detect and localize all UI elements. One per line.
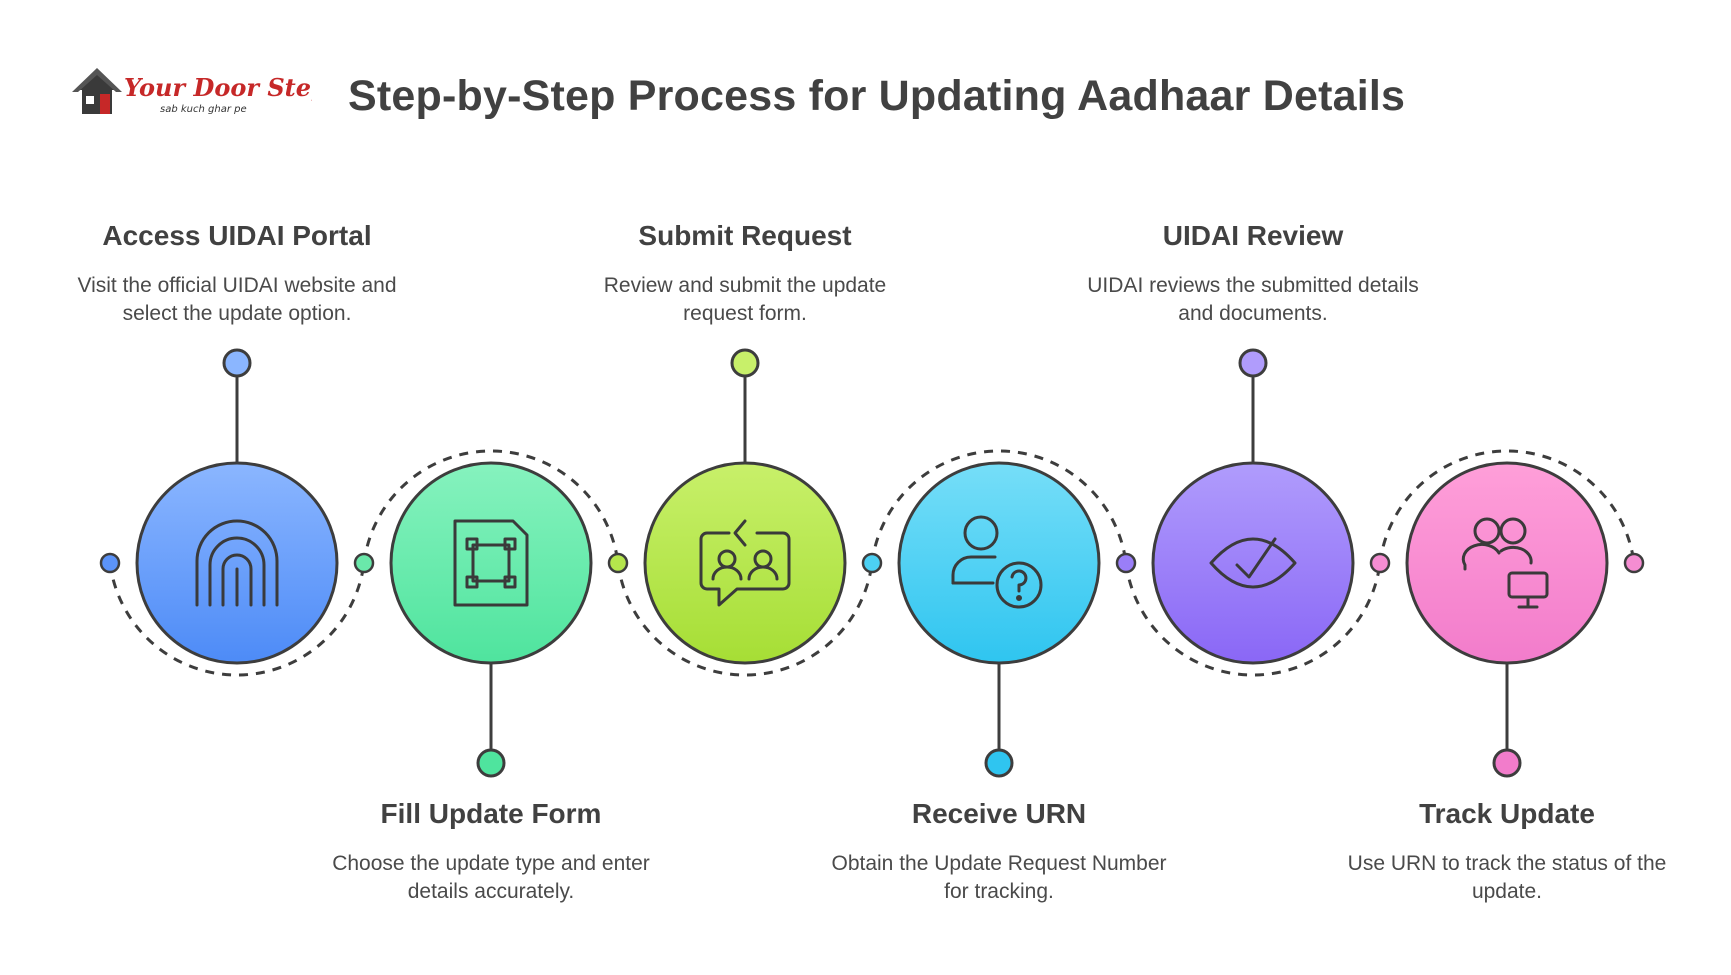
- arc-dot: [861, 552, 883, 574]
- arc-dot: [1623, 552, 1645, 574]
- step-circle-4: [897, 461, 1101, 665]
- arc-dot: [607, 552, 629, 574]
- step-desc-4: Obtain the Update Request Number for tra…: [831, 852, 1167, 903]
- step-circle-3: [643, 461, 847, 665]
- step-circle-2: [389, 461, 593, 665]
- step-title-4: Receive URN: [911, 798, 1087, 829]
- step-title-1: Access UIDAI Portal: [102, 220, 372, 251]
- stem-dot: [1238, 348, 1268, 378]
- dashed-arc-5: [1124, 562, 1382, 677]
- form-frame-icon: [453, 519, 529, 607]
- dashed-arc-6: [1378, 449, 1636, 564]
- step-title-2: Fill Update Form: [380, 798, 602, 829]
- arc-dot: [1369, 552, 1391, 574]
- step-desc-5: UIDAI reviews the submitted details and …: [1087, 274, 1419, 325]
- dashed-arc-3: [616, 562, 874, 677]
- eye-check-icon: [1209, 537, 1297, 589]
- step-desc-6: Use URN to track the status of the updat…: [1347, 852, 1667, 903]
- dashed-arc-4: [870, 449, 1128, 564]
- page-title: Step-by-Step Process for Updating Aadhaa…: [348, 72, 1406, 120]
- step-desc-2: Choose the update type and enter details…: [332, 852, 650, 903]
- users-monitor-icon: [1461, 517, 1549, 609]
- step-desc-3: Review and submit the update request for…: [603, 274, 887, 325]
- step-title-6: Track Update: [1419, 798, 1595, 829]
- arc-dot: [1115, 552, 1137, 574]
- step-circle-5: [1151, 461, 1355, 665]
- house-logo-icon: Your Door Step sab kuch ghar pe: [72, 68, 328, 115]
- stem-dot: [222, 348, 252, 378]
- stem-dot: [730, 348, 760, 378]
- step-title-5: UIDAI Review: [1162, 220, 1344, 251]
- logo-tagline: sab kuch ghar pe: [160, 104, 247, 115]
- step-circle-6: [1405, 461, 1609, 665]
- chat-exchange-icon: [699, 519, 791, 607]
- step-circle-1: [135, 461, 339, 665]
- stem-dot: [476, 748, 506, 778]
- step-title-3: Submit Request: [638, 220, 852, 251]
- arc-dot: [353, 552, 375, 574]
- fingerprint-icon: [195, 519, 279, 607]
- stem-dot: [984, 748, 1014, 778]
- user-question-icon: [951, 515, 1043, 609]
- stem-dot: [1492, 748, 1522, 778]
- dashed-arc-2: [362, 449, 620, 564]
- logo: Your Door Step sab kuch ghar pe: [72, 62, 328, 128]
- arc-dot: [99, 552, 121, 574]
- dashed-arc-1: [108, 562, 366, 677]
- logo-name: Your Door Step: [124, 73, 312, 102]
- step-desc-1: Visit the official UIDAI website and sel…: [77, 274, 397, 325]
